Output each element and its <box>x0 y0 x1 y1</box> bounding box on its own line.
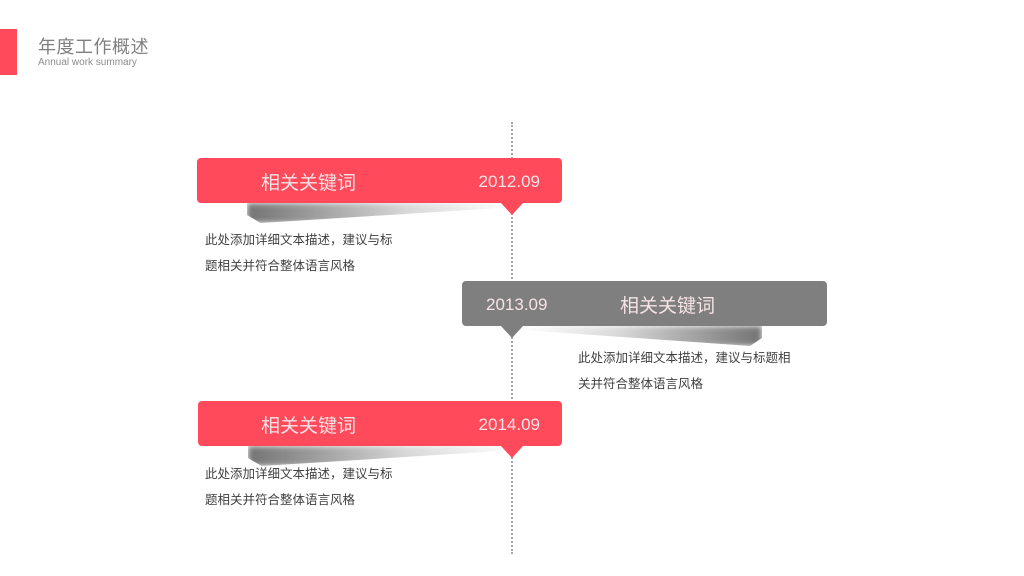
page-title: 年度工作概述 <box>38 37 149 58</box>
card-date: 2014.09 <box>478 415 540 434</box>
timeline-card-2013: 2013.09 相关关键词 <box>462 281 827 346</box>
card-pointer <box>501 326 523 338</box>
timeline-axis <box>511 122 513 554</box>
page-subtitle: Annual work summary <box>38 57 137 68</box>
timeline-description: 此处添加详细文本描述，建议与标题相 关并符合整体语言风格 <box>578 350 791 391</box>
timeline-description: 此处添加详细文本描述，建议与标 题相关并符合整体语言风格 <box>205 466 393 507</box>
card-keyword: 相关关键词 <box>620 295 716 317</box>
card-shadow <box>247 203 517 223</box>
timeline-card-2014: 相关关键词 2014.09 <box>198 401 562 466</box>
card-shadow <box>522 326 762 346</box>
card-pointer <box>501 203 523 215</box>
card-keyword: 相关关键词 <box>261 415 357 437</box>
timeline-card-2012: 相关关键词 2012.09 <box>197 158 562 223</box>
card-date: 2012.09 <box>478 172 540 191</box>
card-date: 2013.09 <box>486 295 548 314</box>
accent-bar <box>0 29 17 75</box>
card-pointer <box>501 446 523 458</box>
timeline-description: 此处添加详细文本描述，建议与标 题相关并符合整体语言风格 <box>205 232 393 273</box>
card-keyword: 相关关键词 <box>261 172 357 194</box>
